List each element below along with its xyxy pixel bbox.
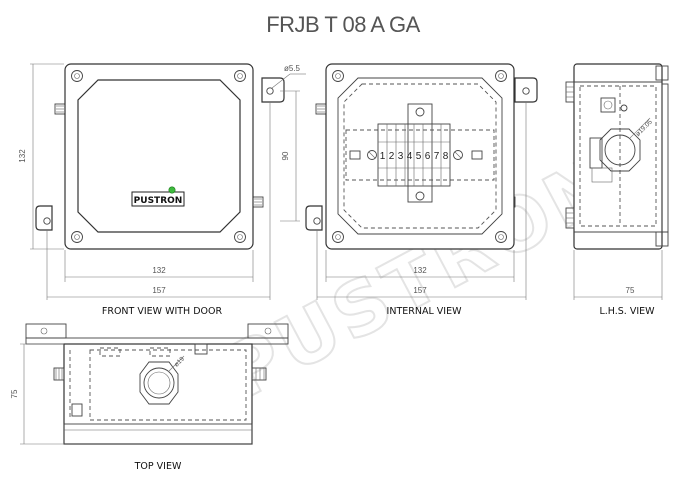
top-gland-icon: [143, 367, 175, 399]
mounting-pitch-label: 90: [281, 151, 290, 160]
earth-stud-icon: [600, 97, 616, 113]
front-view-label: FRONT VIEW WITH DOOR: [102, 306, 223, 317]
hole-diameter-callout: ø5.5: [271, 64, 306, 89]
pustron-logo-plate: PUSTRON: [131, 186, 185, 207]
top-depth-dimension: 75: [10, 343, 64, 445]
terminal-number: 7: [434, 151, 440, 162]
front-enclosure: [64, 63, 254, 250]
end-stop-left-icon: [367, 150, 377, 160]
internal-gasket-outer: [337, 77, 503, 235]
front-view: PUSTRON 132 132 157 ø5.5: [18, 63, 306, 317]
terminal-number: 6: [425, 151, 431, 162]
front-inner-width-label: 132: [152, 266, 166, 275]
top-gland-nut: [139, 361, 179, 405]
mounting-pitch-dimension: 90: [280, 90, 300, 222]
terminal-number: 3: [398, 151, 404, 162]
lhs-gland-nut: [599, 128, 641, 172]
top-inner-outline: [89, 349, 247, 421]
drawing-title: FRJB T 08 A GA: [266, 12, 420, 37]
lhs-lug-top: [655, 65, 669, 81]
front-lug-right: [261, 77, 285, 103]
internal-overall-width-dimension: 1 5 7: [316, 102, 527, 300]
din-rail: [345, 129, 495, 181]
terminal-number: 1: [380, 151, 386, 162]
top-lug-left: [25, 323, 67, 339]
front-height-dimension: 132: [18, 63, 64, 250]
lhs-body: [573, 63, 663, 250]
terminal-number: 8: [443, 151, 449, 162]
terminal-number: 5: [416, 151, 422, 162]
lhs-inner-outline: [579, 85, 657, 227]
internal-inner-width-dimension: 132: [325, 250, 515, 282]
internal-lug-right: [514, 77, 538, 103]
terminal-number: 2: [389, 151, 395, 162]
front-overall-width-label: 157: [152, 286, 166, 295]
internal-overall-width-label: 157: [413, 286, 427, 295]
internal-gasket-inner: [343, 83, 497, 229]
front-door: [77, 79, 241, 233]
lhs-depth-label: 75: [626, 286, 635, 295]
logo-text: PUSTRON: [134, 196, 183, 206]
lhs-view: ø19.05 75 L.H.S. VIEW: [565, 63, 669, 317]
front-overall-width-dimension: 157: [46, 102, 271, 300]
internal-enclosure: [325, 63, 515, 250]
top-view: ø19 75 TOP VIEW: [10, 323, 289, 472]
front-inner-width-dimension: 132: [64, 250, 254, 282]
terminal-number: 4: [407, 151, 413, 162]
front-lug-left: [35, 205, 53, 231]
internal-inner-width-label: 132: [413, 266, 427, 275]
top-depth-label: 75: [10, 389, 19, 398]
earth-symbol-icon: [620, 104, 628, 112]
front-height-label: 132: [18, 149, 27, 163]
lhs-view-label: L.H.S. VIEW: [599, 306, 655, 317]
top-view-label: TOP VIEW: [134, 461, 182, 472]
internal-lug-left: [305, 205, 323, 231]
internal-corner-screws: [332, 70, 507, 243]
lhs-depth-dimension: 75: [573, 250, 663, 300]
front-corner-screws: [71, 70, 246, 243]
end-stop-right-icon: [453, 150, 463, 160]
hole-diameter-label: ø5.5: [284, 64, 301, 73]
internal-view-label: INTERNAL VIEW: [387, 306, 463, 317]
indicator-led-icon: [168, 186, 176, 194]
internal-view: 1 2 3 4 5 6 7 8 132 1 5 7 INTERNAL VIEW: [305, 63, 538, 317]
terminal-block: 1 2 3 4 5 6 7 8: [345, 103, 495, 203]
lhs-gland-icon: [604, 134, 636, 166]
